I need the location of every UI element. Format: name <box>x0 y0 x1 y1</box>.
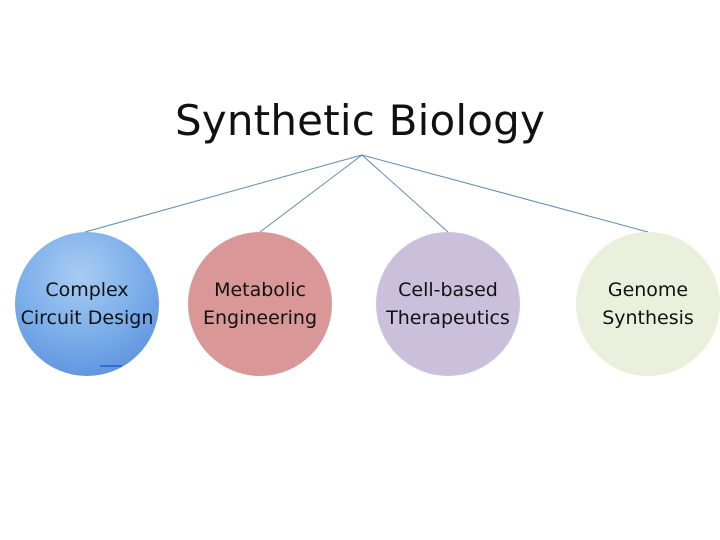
connector-4 <box>361 154 649 233</box>
node-label: Genome Synthesis <box>602 279 694 329</box>
accent-mark <box>100 365 122 367</box>
connector-2 <box>259 154 363 233</box>
node-complex-circuit-design: Complex Circuit Design <box>15 232 159 376</box>
connector-1 <box>84 154 363 233</box>
node-label: Metabolic Engineering <box>203 279 317 329</box>
node-genome-synthesis: Genome Synthesis <box>576 232 720 376</box>
connector-3 <box>361 154 449 233</box>
node-label: Cell-based Therapeutics <box>386 279 510 329</box>
node-label: Complex Circuit Design <box>20 279 154 329</box>
diagram-title: Synthetic Biology <box>174 96 546 145</box>
node-cell-based-therapeutics: Cell-based Therapeutics <box>376 232 520 376</box>
node-metabolic-engineering: Metabolic Engineering <box>188 232 332 376</box>
